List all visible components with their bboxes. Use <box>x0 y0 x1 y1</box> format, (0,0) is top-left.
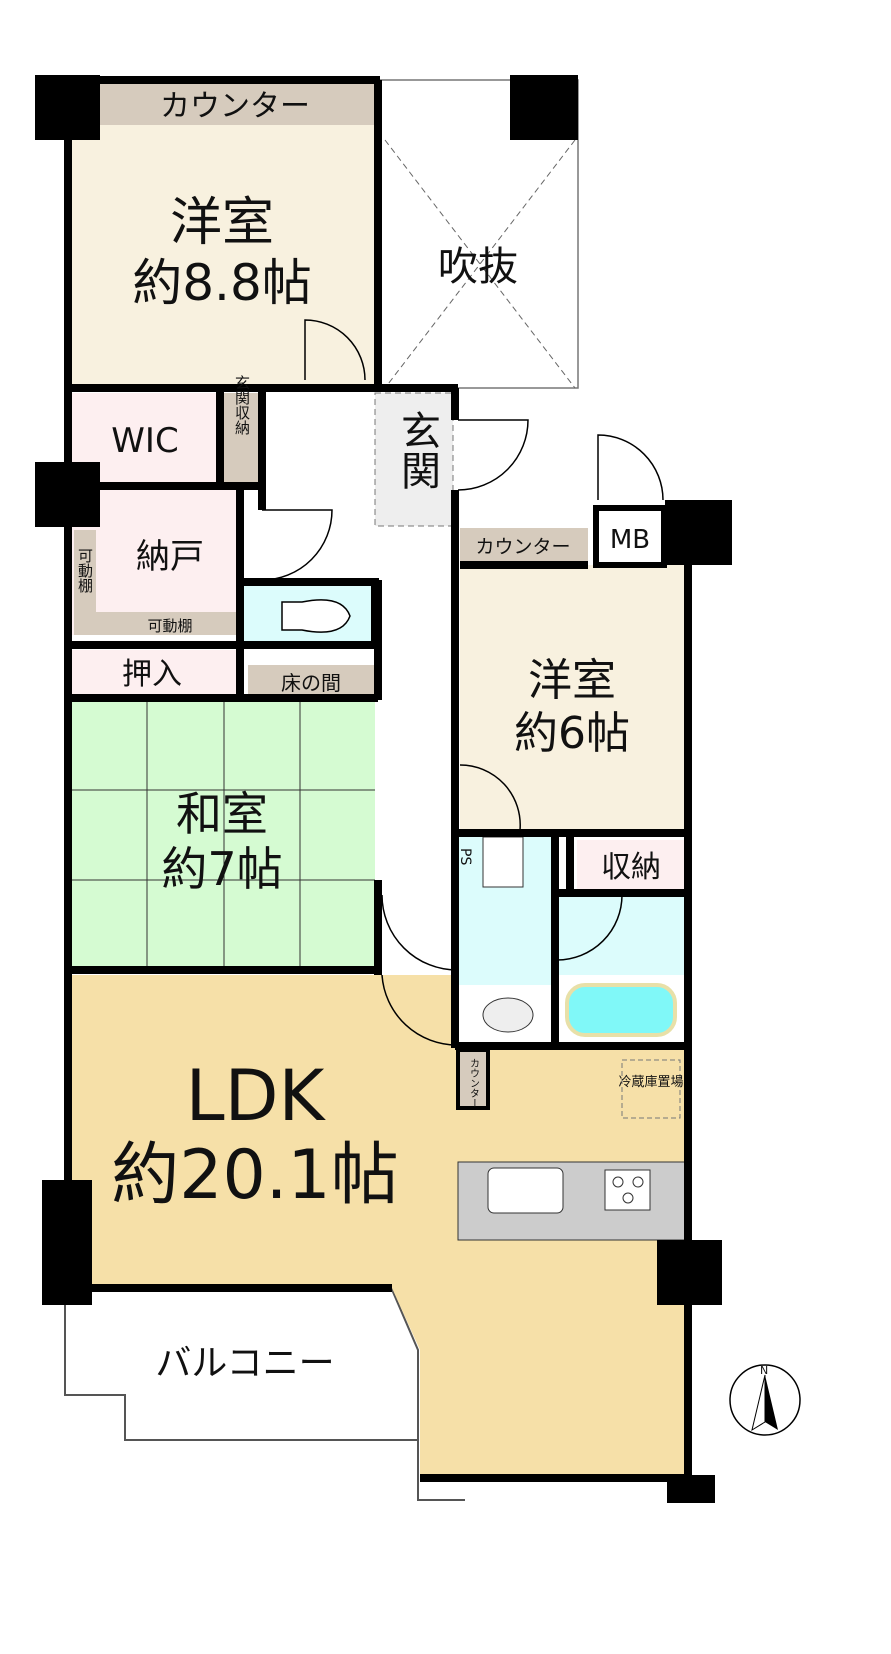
wic-label: WIC <box>111 421 178 461</box>
fridge-space <box>621 1059 681 1119</box>
shelf-vertical-label: 可動棚 <box>76 548 94 593</box>
sink-icon <box>482 997 534 1033</box>
compass-icon <box>729 1364 801 1436</box>
ps-label: PS <box>457 848 473 865</box>
western-room-2-size: 約6帖 <box>514 708 630 759</box>
entrance-storage <box>222 393 262 486</box>
mb-label: MB <box>610 525 650 555</box>
japanese-room-name: 和室 <box>176 787 268 841</box>
pillars <box>35 75 732 1503</box>
toilet-icon <box>281 599 351 633</box>
ldk-counter-label: カウンター <box>468 1058 480 1108</box>
compass-label: N <box>760 1364 768 1377</box>
counter-label-2: カウンター <box>475 536 570 558</box>
ldk-counter <box>456 1048 490 1110</box>
fridge-label: 冷蔵庫置場 <box>618 1075 683 1090</box>
closet-label: 押入 <box>122 657 182 692</box>
counter-strip-1 <box>100 82 375 125</box>
western-room-1-name: 洋室 <box>170 193 274 253</box>
storage-label: 収納 <box>601 850 661 885</box>
shelf-horizontal-label: 可動棚 <box>147 617 192 635</box>
void-label: 吹抜 <box>438 244 518 290</box>
mb-box <box>593 505 667 568</box>
walls <box>64 76 692 1482</box>
balcony-label: バルコニー <box>155 1343 334 1384</box>
entrance-label: 玄関 <box>394 410 440 490</box>
western-room-2 <box>460 565 685 833</box>
ldk-room <box>70 975 685 1478</box>
western-room-1 <box>70 80 375 385</box>
tatami-lines <box>72 700 375 967</box>
western-room-1-size: 約8.8帖 <box>132 254 312 312</box>
stove-icon <box>604 1169 651 1211</box>
shelf-horizontal <box>96 612 240 635</box>
entrance-area <box>374 392 454 527</box>
closet <box>72 650 240 696</box>
bathtub-icon <box>565 983 677 1037</box>
counter-label-1: カウンター <box>160 89 310 124</box>
alcove <box>248 665 375 696</box>
counter-strip-2 <box>460 528 588 562</box>
entrance-storage-label: 玄関収納 <box>233 375 251 436</box>
storage <box>577 840 685 890</box>
ldk-size: 約20.1帖 <box>111 1136 398 1215</box>
alcove-label: 床の間 <box>281 671 341 695</box>
door-swings <box>261 319 664 1046</box>
shelf-vertical <box>74 530 96 635</box>
storeroom-label: 納戸 <box>136 537 204 577</box>
western-room-2-name: 洋室 <box>528 655 616 706</box>
japanese-room-size: 約7帖 <box>161 842 282 896</box>
ldk-name: LDK <box>186 1055 327 1137</box>
